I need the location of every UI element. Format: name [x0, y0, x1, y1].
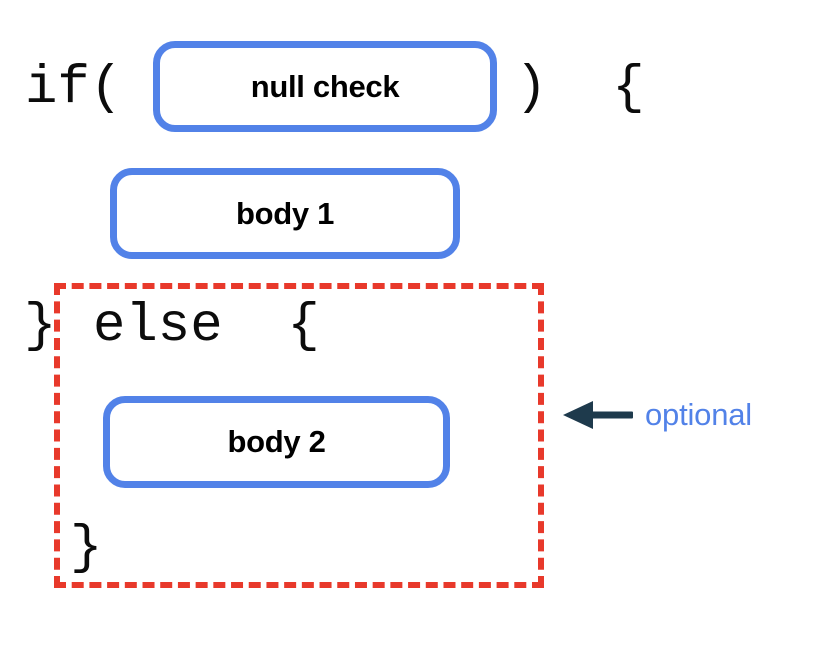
- code-if-open: if(: [25, 58, 123, 119]
- code-close-brace-end: }: [70, 518, 103, 579]
- body-2-box-label: body 2: [227, 424, 326, 459]
- code-close-brace-else: }: [24, 296, 57, 357]
- code-else-keyword: else {: [93, 296, 320, 357]
- optional-group-outline: [54, 283, 544, 588]
- body-1-box-label: body 1: [235, 195, 335, 231]
- null-check-box[interactable]: null check: [153, 41, 497, 132]
- arrow-left-icon: [563, 401, 633, 429]
- code-paren-close-brace-open: ) {: [515, 58, 645, 119]
- optional-annotation-label: optional: [645, 397, 752, 432]
- body-2-box[interactable]: body 2: [103, 396, 450, 488]
- null-check-box-label: null check: [250, 68, 400, 104]
- body-1-box[interactable]: body 1: [110, 168, 460, 259]
